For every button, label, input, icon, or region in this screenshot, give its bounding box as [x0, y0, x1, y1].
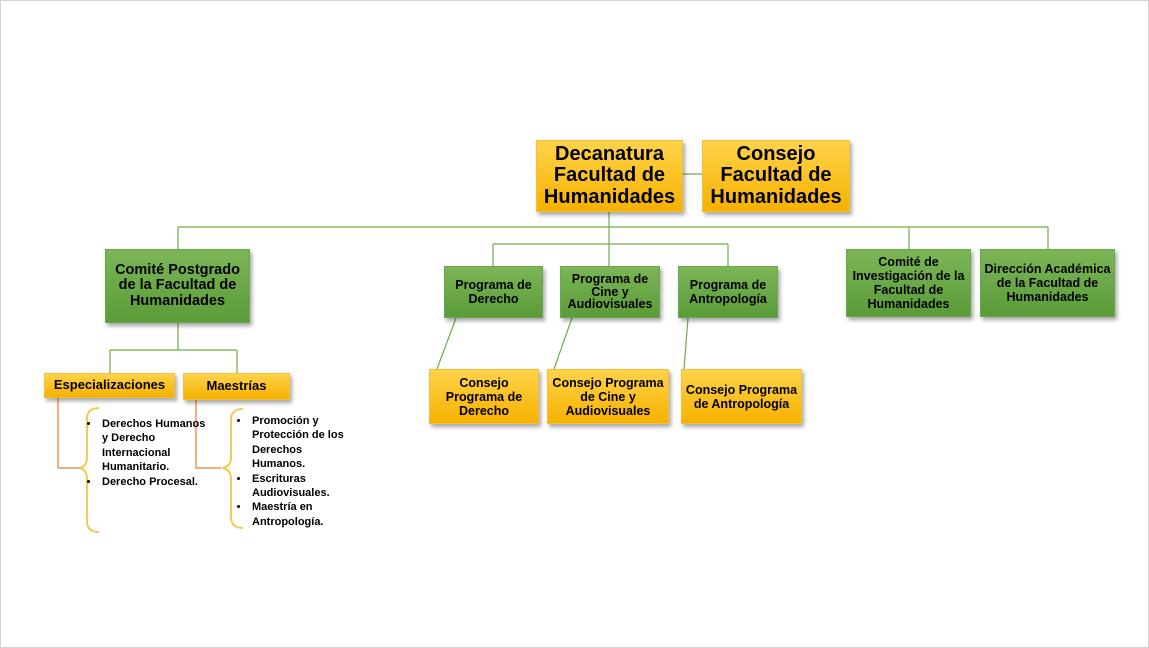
decanatura-box: Decanatura Facultad de Humanidades [536, 140, 683, 212]
comite-postgrado-box: Comité Postgrado de la Facultad de Human… [105, 249, 250, 323]
decanatura-label: Decanatura Facultad de Humanidades [543, 142, 676, 208]
especializaciones-box: Especializaciones [44, 373, 175, 398]
direccion-academica-box: Dirección Académica de la Facultad de Hu… [980, 249, 1115, 317]
programa-antropologia-box: Programa de Antropología [678, 266, 778, 318]
programa-antropologia-label: Programa de Antropología [689, 278, 767, 306]
programa-derecho-box: Programa de Derecho [444, 266, 543, 318]
comite-investigacion-box: Comité de Investigación de la Facultad d… [846, 249, 971, 317]
programa-cine-label: Programa de Cine y Audiovisuales [567, 272, 653, 312]
comite-investigacion-label: Comité de Investigación de la Facultad d… [852, 255, 965, 311]
consejo-facultad-box: Consejo Facultad de Humanidades [702, 140, 850, 212]
consejo-derecho-label: Consejo Programa de Derecho [445, 375, 523, 418]
comite-postgrado-label: Comité Postgrado de la Facultad de Human… [115, 261, 240, 309]
programa-cine-box: Programa de Cine y Audiovisuales [560, 266, 660, 318]
consejo-antropologia-label: Consejo Programa de Antropología [685, 382, 798, 411]
maestrias-list: Promoción y Protección de los Derechos H… [232, 414, 358, 529]
consejo-cine-label: Consejo Programa de Cine y Audiovisuales [552, 375, 664, 418]
consejo-antropologia-box: Consejo Programa de Antropología [681, 369, 802, 424]
consejo-cine-box: Consejo Programa de Cine y Audiovisuales [547, 369, 669, 424]
direccion-academica-label: Dirección Académica de la Facultad de Hu… [984, 262, 1111, 304]
list-item: Derechos Humanos y Derecho Internacional… [100, 417, 210, 475]
list-item: Escrituras Audiovisuales. [250, 472, 358, 501]
especializaciones-list: Derechos Humanos y Derecho Internacional… [82, 417, 210, 489]
list-item: Promoción y Protección de los Derechos H… [250, 414, 358, 472]
maestrias-label: Maestrías [206, 378, 267, 394]
maestrias-box: Maestrías [183, 373, 290, 400]
programa-derecho-label: Programa de Derecho [455, 278, 532, 306]
list-item: Derecho Procesal. [100, 475, 210, 489]
list-item: Maestría en Antropología. [250, 500, 358, 529]
especializaciones-label: Especializaciones [53, 377, 166, 393]
consejo-facultad-label: Consejo Facultad de Humanidades [710, 142, 842, 208]
consejo-derecho-box: Consejo Programa de Derecho [429, 369, 539, 424]
